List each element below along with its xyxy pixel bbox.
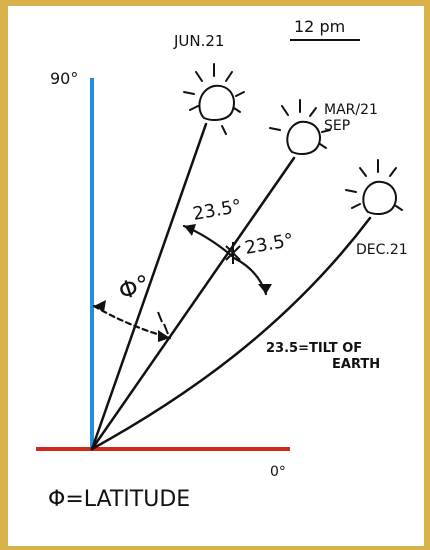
arrow-phi-right: [158, 330, 170, 342]
label-mar-sep-1: MAR/21: [324, 102, 378, 118]
ray-equinox: [90, 156, 296, 451]
label-axis-90: 90°: [50, 69, 78, 88]
label-tilt-note-2: EARTH: [332, 357, 380, 372]
ray-june: [90, 122, 208, 451]
label-tilt-note-1: 23.5=TILT OF: [266, 341, 362, 356]
sun-icon-equinox: [269, 99, 331, 155]
label-time: 12 pm: [294, 17, 345, 36]
label-dec: DEC.21: [356, 242, 408, 258]
label-phi-angle: Φ°: [115, 270, 153, 306]
arrow-upper-left: [184, 224, 196, 236]
ray-december: [90, 216, 372, 451]
label-angle-lower: 23.5°: [243, 230, 295, 259]
arrow-phi-left: [94, 300, 106, 312]
label-latitude-legend: Φ=LATITUDE: [48, 487, 190, 512]
solar-angle-diagram: JUN.21 12 pm 90° MAR/21 SEP DEC.21 23.5°…: [36, 17, 408, 512]
sun-icon-december: [345, 159, 403, 215]
arrow-lower-right: [258, 284, 272, 294]
sun-icon-june: [183, 63, 245, 135]
diagram-canvas: JUN.21 12 pm 90° MAR/21 SEP DEC.21 23.5°…: [8, 6, 424, 546]
label-axis-0: 0°: [270, 464, 286, 480]
dot-phi: [157, 311, 169, 335]
arc-lower-23-5: [232, 256, 268, 296]
label-june: JUN.21: [173, 32, 224, 50]
label-angle-upper: 23.5°: [191, 196, 243, 225]
intersection-mark: [225, 242, 241, 264]
label-mar-sep-2: SEP: [324, 118, 350, 134]
